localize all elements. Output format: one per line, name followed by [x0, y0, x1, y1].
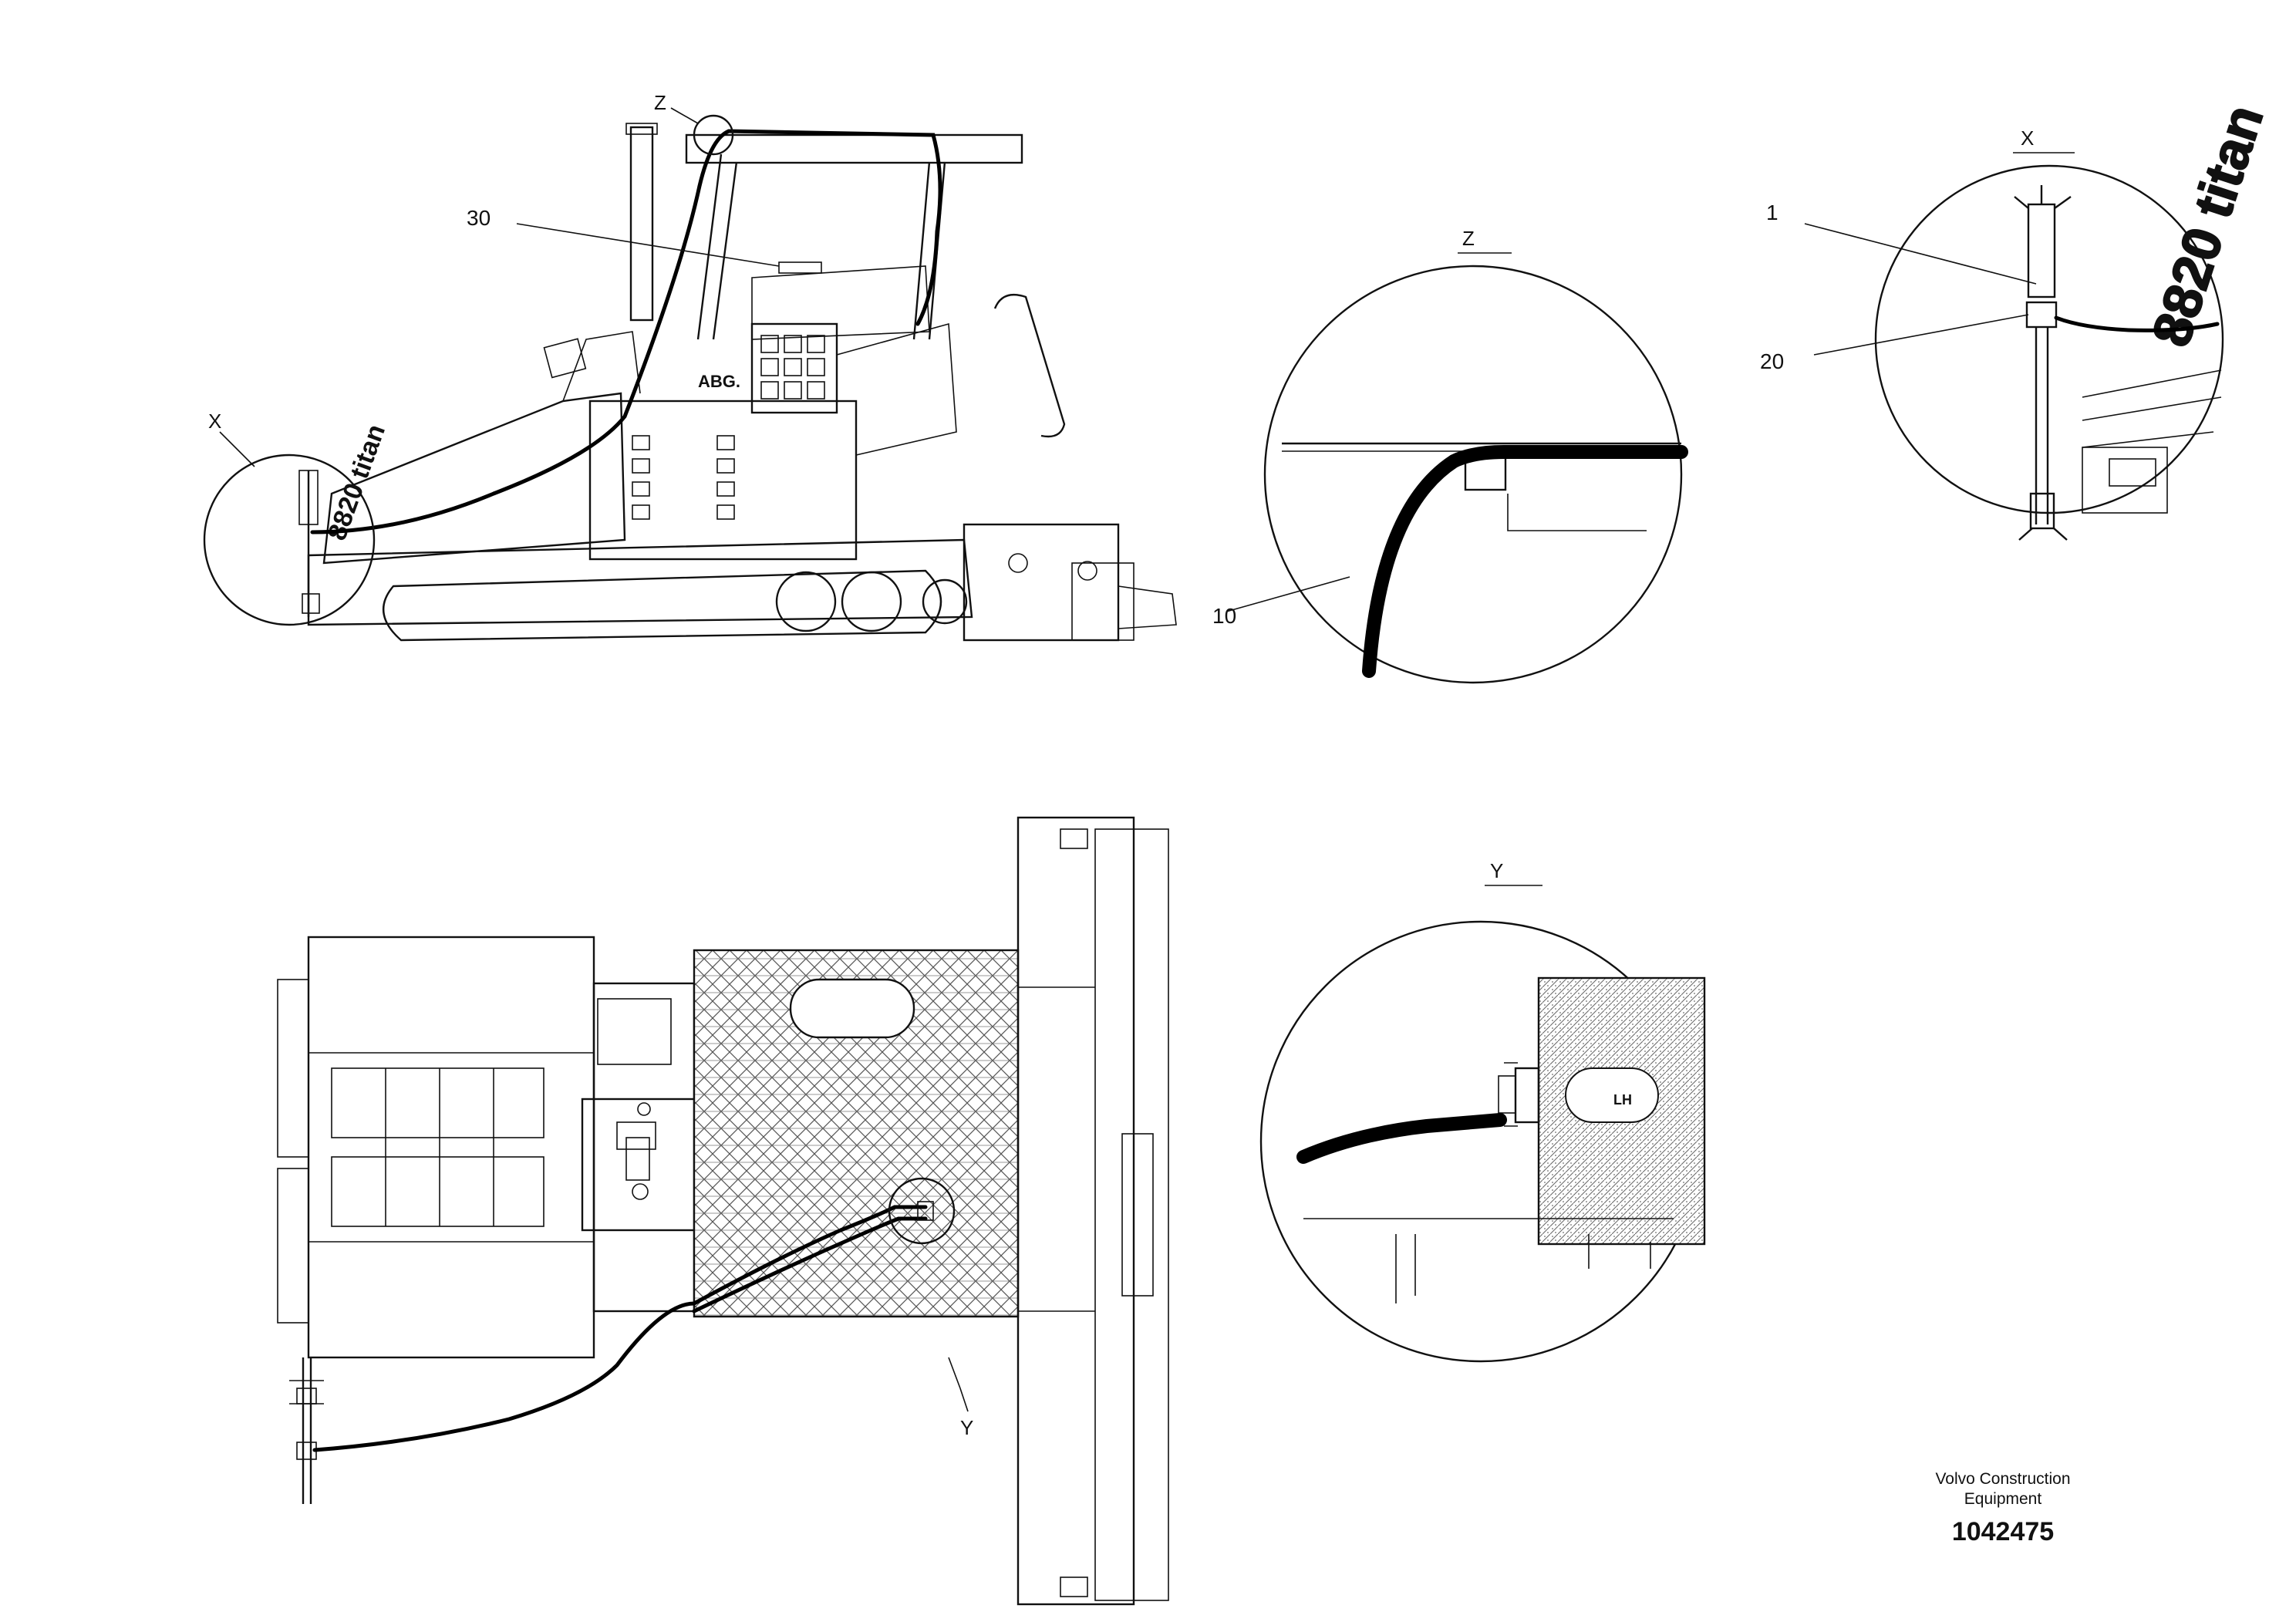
label-y-top: Y [960, 1416, 973, 1439]
label-z-side: Z [654, 91, 666, 114]
company-name-line1: Volvo Construction [1935, 1470, 2071, 1488]
cable-detail-y [1296, 1113, 1507, 1164]
hopper-top [307, 936, 595, 1359]
leader-10 [1226, 576, 1350, 612]
crawler-track [383, 569, 942, 642]
callout-20: 20 [1760, 349, 1784, 373]
cable-detail-z [1362, 445, 1688, 678]
machine-badge: ABG. [698, 372, 740, 391]
engine-vents [632, 435, 735, 520]
callout-1: 1 [1766, 201, 1778, 224]
detail-z-title: Z [1462, 227, 1475, 250]
detail-view-y: Y LH [1259, 859, 1706, 1363]
detail-z-circle [1263, 265, 1683, 684]
control-box [750, 322, 838, 414]
chassis-frame [307, 538, 973, 626]
sensor-pole-detail [2014, 185, 2072, 541]
detail-x-title: X [2021, 126, 2034, 150]
screed-assembly [963, 523, 1120, 642]
detail-circle-y [888, 1177, 956, 1245]
detail-circle-z [693, 114, 734, 156]
cable-detail-x [2054, 315, 2220, 332]
exhaust-stack [629, 126, 654, 322]
detail-y-title: Y [1490, 859, 1503, 882]
cable-routing-top [312, 1205, 928, 1452]
leader-20 [1813, 314, 2029, 356]
engine-housing [588, 400, 858, 561]
lh-marker: LH [1613, 1092, 1632, 1108]
callout-30: 30 [467, 206, 491, 230]
sensor-head-20 [2025, 301, 2058, 329]
leader-1 [1804, 223, 2037, 285]
leader-30 [516, 223, 780, 267]
cable-canopy-run [727, 129, 942, 326]
cable-routing-side [310, 129, 731, 534]
conveyor-slats [331, 1067, 544, 1227]
top-view-paver: Y [277, 816, 1169, 1606]
screed-top [1017, 816, 1135, 1606]
detail-x-circle [1874, 164, 2224, 514]
platform-opening-detail [1565, 1067, 1659, 1123]
detail-circle-x [203, 454, 376, 626]
keypad-grid [760, 335, 825, 400]
front-sensor-pole [298, 470, 320, 617]
center-deck [592, 982, 696, 1313]
canopy-roof [685, 133, 1023, 164]
detail-view-x: X 8820 titan 1 20 [1760, 97, 2275, 541]
title-block: Volvo Construction Equipment 1042475 [1903, 1469, 2103, 1547]
hose-coupling [1514, 1067, 1540, 1124]
front-sensor-pole-top [289, 1357, 324, 1504]
detail-view-z: Z 10 [1212, 227, 1688, 684]
side-view-paver: ABG. 8820 titan [203, 91, 1177, 642]
label-x-side: X [208, 410, 221, 433]
detail-x-decal: 8820 titan [2140, 98, 2274, 353]
drive-wheel [775, 571, 837, 632]
hopper [322, 392, 626, 565]
handrail [993, 293, 1066, 438]
callout-10: 10 [1212, 604, 1236, 628]
operator-seat-area [751, 265, 930, 340]
platform-opening [789, 978, 915, 1039]
company-name-line2: Equipment [1964, 1490, 2042, 1508]
canopy-front-post [696, 153, 738, 340]
warning-beacon-30 [778, 261, 822, 274]
drawing-number: 1042475 [1951, 1517, 2055, 1546]
